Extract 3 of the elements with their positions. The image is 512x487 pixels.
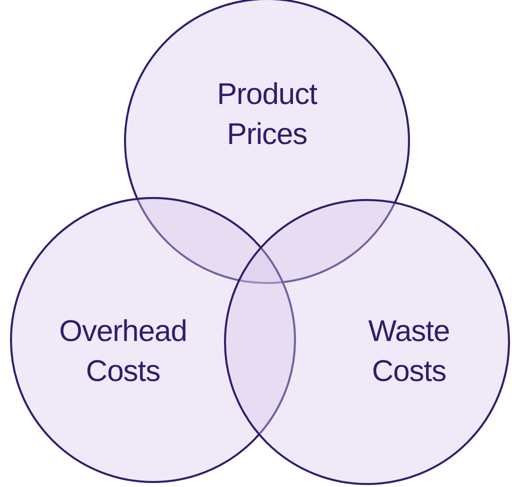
circle-label: Product Prices bbox=[216, 77, 318, 153]
circle-label: Overhead Costs bbox=[58, 314, 188, 390]
circle-label: Waste Costs bbox=[367, 314, 451, 390]
